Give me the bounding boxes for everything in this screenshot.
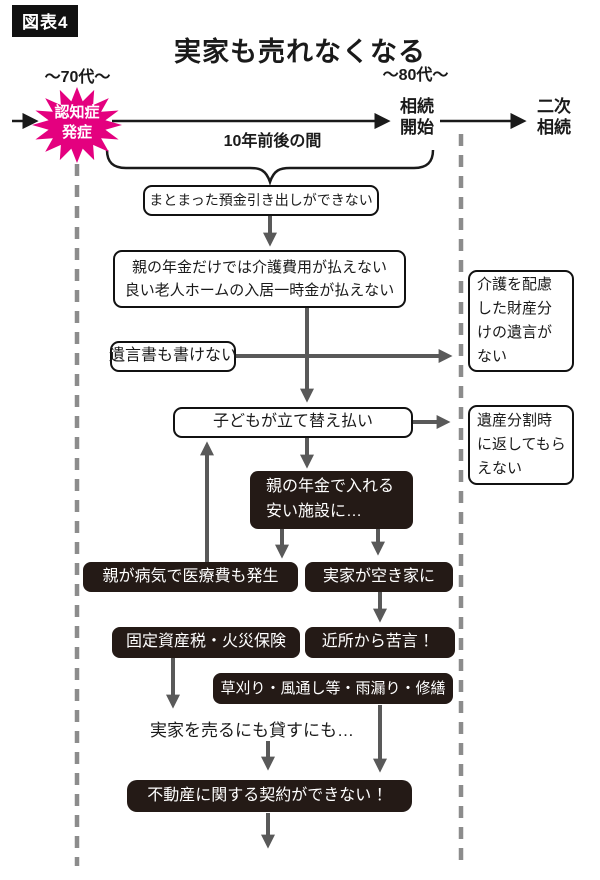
dementia-starburst-icon — [32, 87, 122, 163]
box-property-tax-insurance: 固定資産税・火災保険 — [112, 627, 300, 658]
box-side-no-care-will: 介護を配慮 した財産分 けの遺言が ない — [468, 270, 574, 372]
box-no-realestate-contract: 不動産に関する契約ができない ！ — [127, 780, 412, 812]
figure-title: 実家も売れなくなる — [174, 37, 426, 67]
box-side-not-repaid: 遺産分割時 に返してもら えない — [468, 405, 574, 485]
box-pension-not-enough: 親の年金だけでは介護費用が払えない 良い老人ホームの入居一時金が払えない — [113, 250, 406, 308]
box-no-withdrawal: まとまった預金引き出しができない — [143, 185, 379, 216]
age-label-70s: ～70代～ — [44, 69, 111, 86]
box-house-vacant: 実家が空き家に — [305, 562, 453, 592]
box-cannot-write-will: 遺言書も書けない — [109, 341, 237, 372]
box-neighbor-complaints: 近所から苦言 ！ — [305, 627, 455, 658]
age-label-80s: ～80代～ — [382, 67, 449, 84]
text-sell-or-rent: 実家を売るにも貸すにも… — [150, 721, 354, 740]
duration-label: 10年前後の間 — [223, 133, 322, 150]
dementia-onset-label: 認知症 発症 — [54, 104, 100, 142]
duration-brace — [105, 149, 435, 186]
box-cheap-facility: 親の年金で入れる 安い施設に… — [250, 471, 413, 529]
box-medical-costs: 親が病気で医療費も発生 — [83, 562, 298, 592]
box-maintenance-chores: 草刈り・風通し等・雨漏り・修繕 — [213, 673, 453, 704]
box-children-advance-pay: 子どもが立て替え払い — [173, 407, 413, 438]
figure-number-badge: 図表4 — [12, 5, 79, 37]
inheritance-start-label: 相続 開始 — [400, 97, 434, 138]
secondary-inheritance-label: 二次 相続 — [537, 97, 571, 138]
